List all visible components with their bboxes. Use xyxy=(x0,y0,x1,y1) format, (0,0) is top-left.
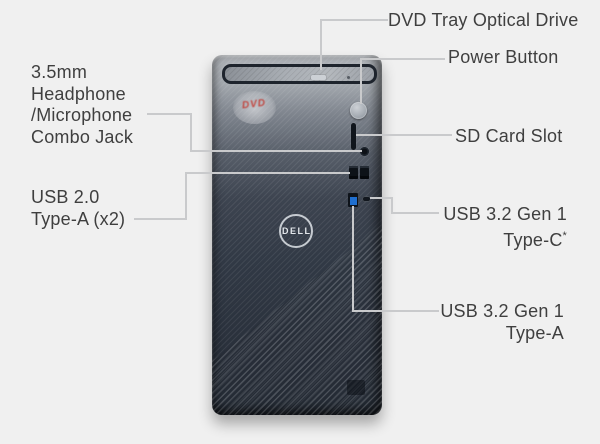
callout-line-power xyxy=(360,58,445,60)
sd-card-slot xyxy=(351,123,356,150)
callout-line-power xyxy=(360,58,362,104)
callout-line-usba xyxy=(352,310,439,312)
label-power-button: Power Button xyxy=(448,47,559,67)
dvd-media-sticker: DVD xyxy=(233,91,276,124)
callout-line-usbc xyxy=(370,197,393,199)
drive-led xyxy=(347,76,350,79)
label-combo-jack: 3.5mm Headphone /Microphone Combo Jack xyxy=(31,62,133,148)
label-combo-jack-line2: Headphone xyxy=(31,83,126,104)
headphone-jack xyxy=(360,147,369,156)
label-usb32-type-c-line1: USB 3.2 Gen 1 xyxy=(443,204,567,224)
usb2-port-1 xyxy=(349,166,358,179)
eject-button xyxy=(311,75,326,80)
dell-logo-text: DELL xyxy=(282,226,312,236)
label-usb20-line1: USB 2.0 xyxy=(31,187,100,207)
callout-line-jack xyxy=(190,150,362,152)
callout-line-jack xyxy=(147,113,192,115)
dvd-tray-bezel xyxy=(225,67,374,81)
callout-line-usb2 xyxy=(134,218,187,220)
dvd-tray-optical-drive xyxy=(222,64,377,84)
label-combo-jack-line1: 3.5mm xyxy=(31,62,88,82)
usb3-type-a-port xyxy=(348,193,358,207)
desktop-tower: DVD DELL xyxy=(212,55,382,415)
callout-line-usbc xyxy=(391,197,393,214)
label-usb20-type-a: USB 2.0 Type-A (x2) xyxy=(31,187,125,230)
label-usb32-type-a-line2: Type-A xyxy=(505,322,564,343)
callout-line-usba xyxy=(352,206,354,312)
callout-line-jack xyxy=(190,113,192,152)
usb3-blue-tongue xyxy=(349,197,357,205)
dell-logo: DELL xyxy=(279,214,313,248)
callout-line-dvd xyxy=(320,19,388,21)
usb-type-c-port xyxy=(362,196,371,202)
callout-line-sd xyxy=(356,134,452,136)
callout-line-dvd xyxy=(320,19,322,70)
label-dvd-tray-optical-drive: DVD Tray Optical Drive xyxy=(388,10,579,30)
footnote-marker: * xyxy=(562,229,567,242)
model-badge xyxy=(347,380,365,395)
label-combo-jack-line3: /Microphone xyxy=(31,105,133,125)
label-usb32-type-a-line1: USB 3.2 Gen 1 xyxy=(440,301,564,321)
dvd-sticker-text: DVD xyxy=(241,97,268,112)
callout-line-usb2 xyxy=(185,172,350,174)
label-usb32-type-a: USB 3.2 Gen 1 Type-A xyxy=(440,301,564,344)
power-button xyxy=(350,102,367,119)
callout-line-usbc xyxy=(391,212,439,214)
label-usb32-type-c: USB 3.2 Gen 1 Type-C* xyxy=(443,204,567,251)
label-usb20-line2: Type-A (x2) xyxy=(31,208,126,229)
usb2-port-2 xyxy=(360,166,369,179)
callout-line-usb2 xyxy=(185,173,187,220)
label-usb32-type-c-line2: Type-C* xyxy=(503,229,567,250)
label-sd-card-slot: SD Card Slot xyxy=(455,126,563,146)
label-combo-jack-line4: Combo Jack xyxy=(31,126,134,147)
